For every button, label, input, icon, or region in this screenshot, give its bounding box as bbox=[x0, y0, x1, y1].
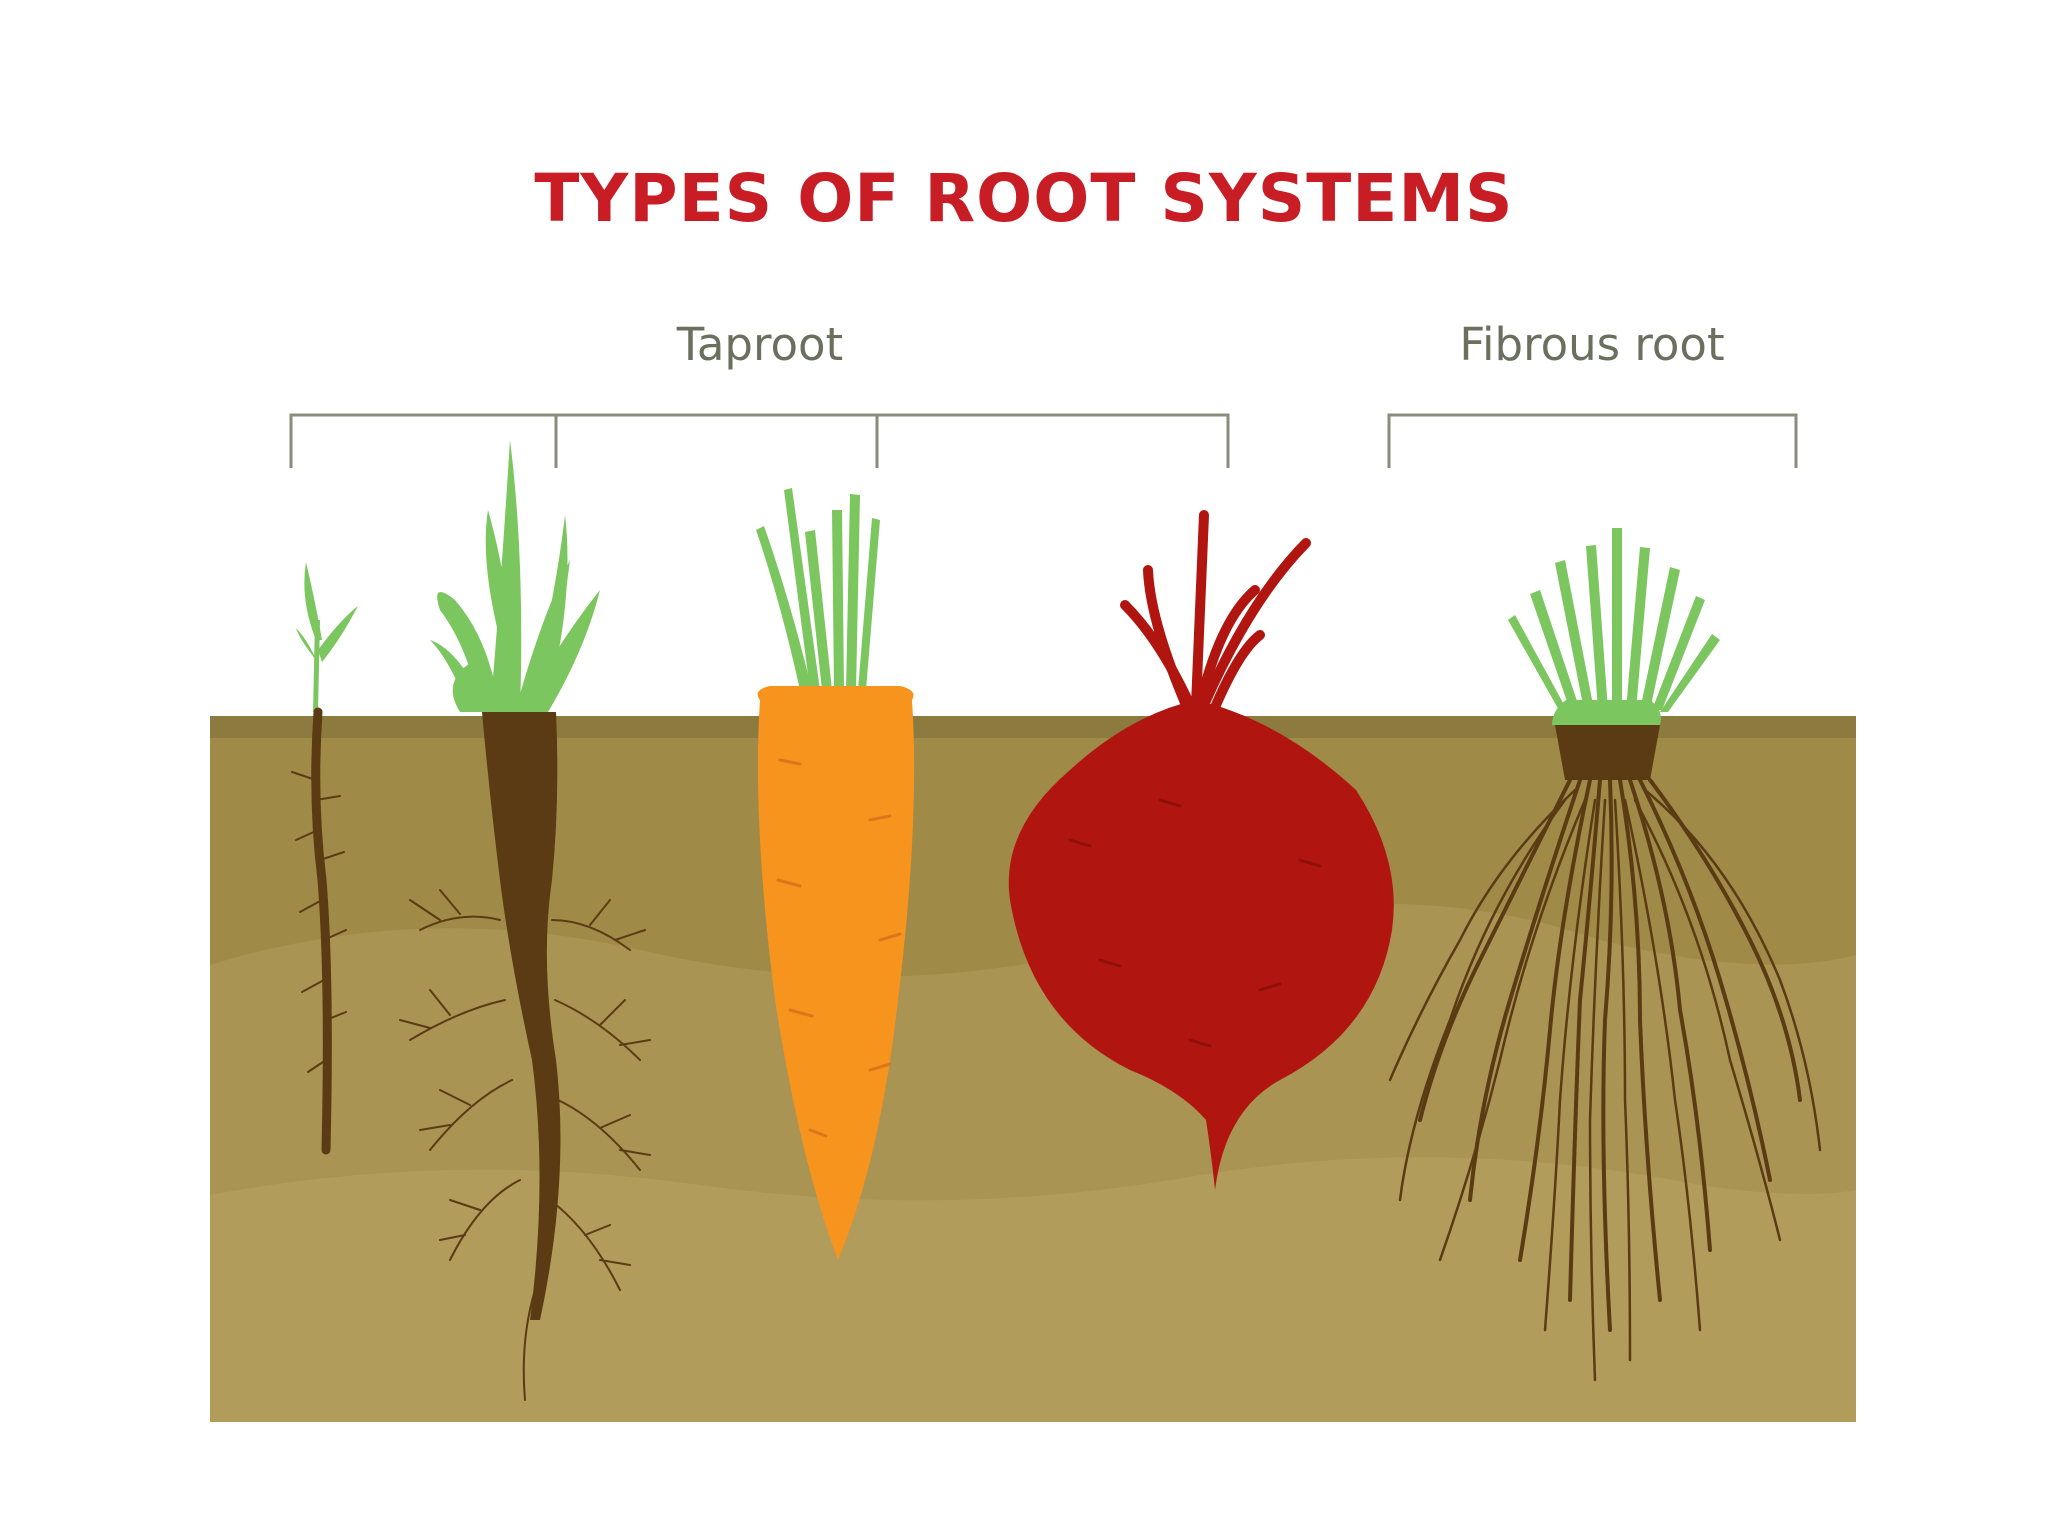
beet-plant bbox=[1008, 510, 1394, 1190]
carrot-root-icon bbox=[757, 686, 915, 1260]
fibrous-root-label: Fibrous root bbox=[1459, 318, 1725, 371]
taproot-bracket bbox=[289, 413, 1230, 468]
seedling-plant bbox=[291, 562, 358, 1155]
page-title: TYPES OF ROOT SYSTEMS bbox=[534, 160, 1514, 237]
beet-stems-icon bbox=[1120, 510, 1311, 710]
fibrous-bracket bbox=[1387, 413, 1798, 468]
branched-taproot-leaves-icon bbox=[430, 440, 600, 712]
branched-taproot-plant bbox=[399, 440, 651, 1401]
carrot-leaves-icon bbox=[756, 488, 880, 690]
carrot-lines bbox=[776, 758, 902, 1138]
beet-root-icon bbox=[1008, 700, 1394, 1190]
taproot-label: Taproot bbox=[676, 318, 844, 371]
seedling-leaves-icon bbox=[296, 562, 358, 712]
carrot-plant bbox=[756, 488, 915, 1260]
seedling-root-icon bbox=[291, 707, 347, 1155]
fibrous-plant bbox=[1388, 528, 1822, 1382]
beet-lines bbox=[1068, 798, 1322, 1048]
fibrous-leaves-icon bbox=[1508, 528, 1720, 725]
fibrous-roots-icon bbox=[1388, 725, 1822, 1382]
branched-taproot-root-icon bbox=[399, 712, 651, 1401]
